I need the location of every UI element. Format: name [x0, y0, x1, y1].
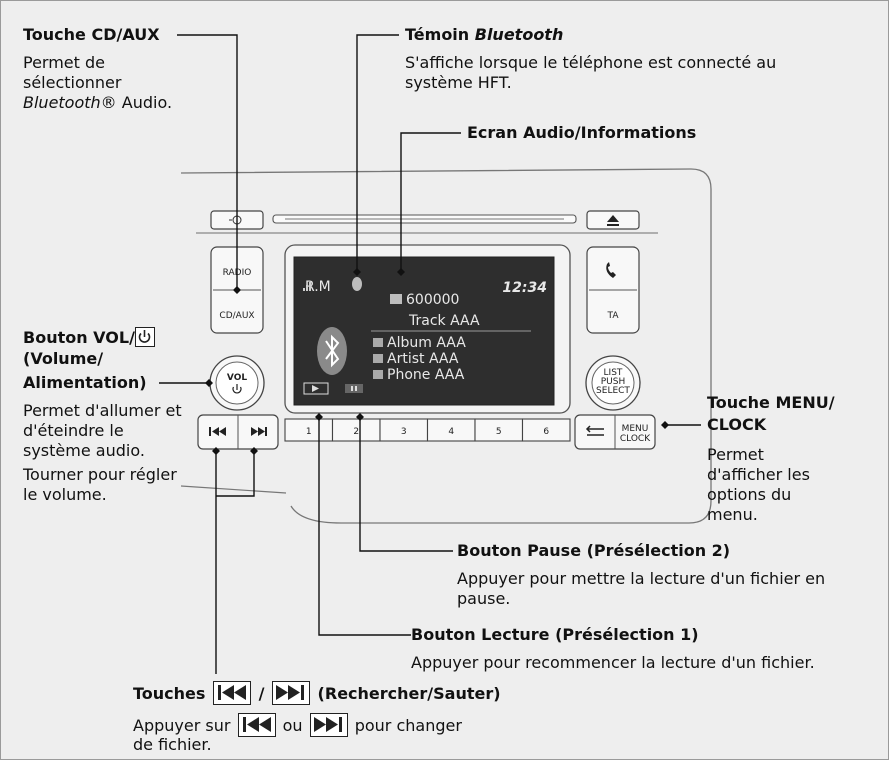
- seek-callout-desc-1: Appuyer sur ou pour changer: [133, 713, 462, 737]
- menu-callout-desc: Permet d'afficher les options du menu.: [707, 445, 810, 524]
- leader-bt-indicator: [356, 34, 399, 273]
- vol-knob-label: VOL: [227, 373, 247, 383]
- menu-button-label[interactable]: MENU: [622, 424, 649, 434]
- eject-icon: [607, 215, 619, 226]
- power-icon-knob: [232, 384, 242, 394]
- play-callout-desc: Appuyer pour recommencer la lecture d'un…: [411, 653, 815, 672]
- power-icon: [134, 327, 155, 347]
- vol-callout-desc-2: Tourner pour régler le volume.: [23, 465, 177, 504]
- seek-callout-desc-2: de fichier.: [133, 735, 212, 754]
- seek-callout-title: Touches / (Rechercher/Sauter): [133, 681, 501, 705]
- seek-desc-suffix: pour changer: [349, 716, 462, 735]
- menu-callout-title-1: Touche MENU/: [707, 393, 835, 412]
- vol-callout-desc-1: Permet d'allumer et d'éteindre le systèm…: [23, 401, 182, 460]
- preset-label-5: 5: [496, 427, 502, 437]
- bluetooth-icon: [317, 327, 347, 375]
- vol-callout-title-1: Bouton VOL/: [23, 327, 155, 348]
- seek-forward-glyph-icon: [271, 681, 310, 705]
- bt-indicator-title-prefix: Témoin: [405, 25, 475, 44]
- pause-callout-title: Bouton Pause (Présélection 2): [457, 541, 731, 560]
- clock-button-label[interactable]: CLOCK: [620, 434, 651, 444]
- preset-label-2: 2: [353, 427, 359, 437]
- screen-album: Album AAA: [387, 335, 466, 351]
- list-select-knob[interactable]: [585, 355, 641, 411]
- cd-aux-callout-title: Touche CD/AUX: [23, 25, 160, 44]
- seek-back-button[interactable]: [209, 427, 226, 436]
- cd-aux-callout-desc-3: Bluetooth® Audio.: [23, 93, 172, 113]
- dashboard-outline: [180, 168, 712, 524]
- list-knob-label-2: PUSH: [601, 377, 626, 387]
- seek-title-separator: /: [253, 684, 270, 703]
- list-knob-label-3: SELECT: [596, 386, 630, 396]
- leader-cd-aux: [177, 34, 238, 291]
- leader-pause: [359, 416, 453, 552]
- leader-seek-forward: [216, 449, 255, 497]
- screen-pause-indicator-icon: [345, 384, 363, 393]
- back-arrow-icon: [585, 425, 604, 436]
- seek-back-glyph-icon: [213, 681, 251, 705]
- pause-callout-desc: Appuyer pour mettre la lecture d'un fich…: [457, 569, 826, 608]
- seek-back-icon: [209, 427, 226, 436]
- signal-icon: [303, 282, 311, 291]
- cd-slot: [272, 214, 577, 224]
- leader-play: [318, 416, 411, 636]
- dashboard-lower-line: [180, 485, 287, 494]
- eject-button[interactable]: [586, 210, 640, 230]
- ta-button-label[interactable]: TA: [607, 311, 620, 321]
- screen-play-indicator-icon: [303, 382, 329, 395]
- artist-icon: [373, 354, 383, 363]
- seek-desc-or: ou: [277, 716, 308, 735]
- display-callout-title: Ecran Audio/Informations: [467, 123, 697, 142]
- screen-clock: 12:34: [502, 280, 547, 296]
- screen-phone: Phone AAA: [387, 367, 465, 383]
- screen-folder: 600000: [406, 292, 459, 308]
- bt-indicator-title-italic: Bluetooth: [474, 25, 564, 44]
- preset-label-1: 1: [306, 427, 312, 437]
- preset-label-6: 6: [543, 427, 549, 437]
- cd-aux-bluetooth-word: Bluetooth: [23, 93, 101, 112]
- preset-button-6[interactable]: [521, 418, 571, 442]
- seek-title-prefix: Touches: [133, 684, 211, 703]
- leader-lines: [159, 34, 701, 674]
- bluetooth-indicator-icon: [352, 277, 362, 291]
- cd-aux-audio-word: ® Audio.: [100, 93, 173, 112]
- leader-display: [400, 132, 461, 273]
- play-callout-title: Bouton Lecture (Présélection 1): [411, 625, 699, 644]
- seek-desc-prefix: Appuyer sur: [133, 716, 236, 735]
- screen-status-label: R.M: [305, 279, 331, 295]
- seek-forward-icon: [251, 427, 267, 436]
- bt-indicator-callout-desc: S'affiche lorsque le téléphone est conne…: [405, 53, 777, 92]
- phone-icon[interactable]: [606, 262, 616, 278]
- phone-list-icon: [373, 370, 383, 379]
- back-button[interactable]: [585, 425, 604, 436]
- bt-indicator-callout-title: Témoin Bluetooth: [405, 25, 563, 45]
- vol-callout-title-3: Alimentation): [23, 373, 147, 392]
- preset-label-4: 4: [448, 427, 454, 437]
- preset-label-3: 3: [401, 427, 407, 437]
- seek-forward-button[interactable]: [251, 427, 267, 436]
- cd-aux-callout-desc-2: sélectionner: [23, 73, 122, 92]
- seek-forward-glyph-icon-2: [309, 713, 348, 737]
- menu-callout-title-2: CLOCK: [707, 415, 767, 434]
- seek-back-glyph-icon-2: [237, 713, 276, 737]
- album-icon: [373, 338, 383, 347]
- screen-track: Track AAA: [408, 313, 480, 329]
- leader-dots: [205, 268, 669, 455]
- cd-aux-callout-desc-1: Permet de: [23, 53, 106, 72]
- vol-callout-title-2: (Volume/: [23, 349, 104, 368]
- list-knob-label-1: LIST: [604, 368, 623, 378]
- screen-artist: Artist AAA: [387, 351, 459, 367]
- folder-icon: [390, 294, 402, 304]
- cd-aux-button-label[interactable]: CD/AUX: [219, 311, 254, 321]
- seek-title-suffix: (Rechercher/Sauter): [311, 684, 501, 703]
- vol-title-text: Bouton VOL/: [23, 328, 135, 347]
- vol-power-knob[interactable]: [209, 355, 265, 411]
- preset-buttons: 1 2 3 4 5 6: [284, 418, 571, 442]
